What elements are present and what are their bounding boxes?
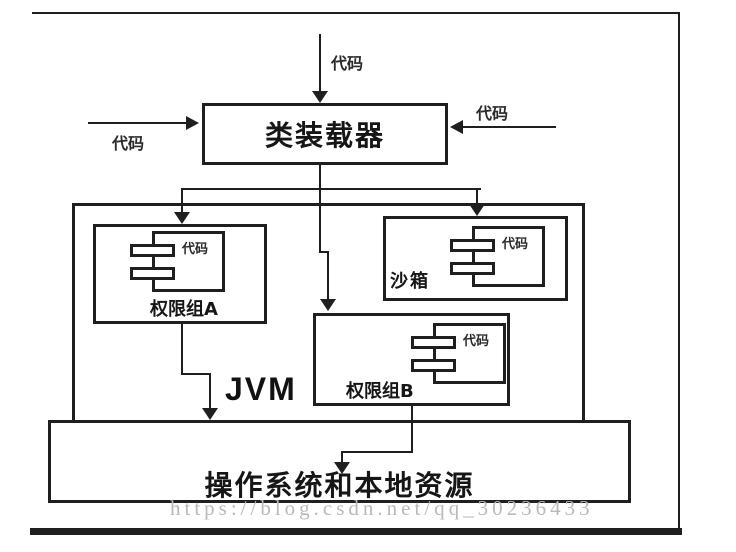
- jvm-label: JVM: [225, 371, 297, 407]
- component-tab: [411, 336, 456, 349]
- arrowhead-down-icon: [312, 91, 328, 103]
- os-resources-label: 操作系统和本地资源: [204, 469, 475, 502]
- arrowhead-down-icon: [469, 204, 485, 216]
- perm-a-down-line: [181, 324, 183, 375]
- left-code-arrow-line: [88, 122, 187, 124]
- component-icon: 代码: [411, 323, 506, 385]
- perm-b-down-line: [411, 406, 413, 453]
- left-code-label: 代码: [112, 134, 145, 153]
- class-loader-box: 类装载器: [202, 103, 448, 165]
- component-tab: [450, 262, 495, 275]
- component-code-label: 代码: [502, 237, 529, 252]
- perm-b-jog-line: [341, 451, 413, 453]
- component-body: [472, 226, 545, 287]
- os-resources-box: 操作系统和本地资源: [48, 420, 631, 503]
- right-code-label: 代码: [476, 104, 509, 123]
- top-code-label: 代码: [331, 54, 364, 73]
- arrowhead-down-icon: [320, 299, 336, 311]
- top-code-arrow-line: [319, 34, 321, 92]
- arrowhead-down-icon: [334, 462, 350, 474]
- arrowhead-down-icon: [202, 408, 218, 420]
- permission-group-a-label: 权限组A: [150, 299, 218, 320]
- arrowhead-down-icon: [174, 212, 190, 224]
- class-loader-label: 类装载器: [264, 119, 385, 152]
- component-tab: [450, 239, 495, 252]
- classloader-down-line: [319, 165, 321, 190]
- component-code-label: 代码: [463, 334, 490, 349]
- arrowhead-right-icon: [186, 116, 199, 130]
- component-tab: [130, 244, 175, 257]
- branch-left-line: [181, 190, 183, 213]
- frame-top-line: [32, 12, 680, 14]
- center-down-line-upper: [319, 190, 321, 253]
- component-icon: 代码: [130, 231, 225, 293]
- component-code-label: 代码: [182, 242, 209, 257]
- center-down-line-jog: [319, 251, 329, 253]
- component-icon: 代码: [450, 226, 545, 288]
- component-tab: [130, 267, 175, 280]
- branch-right-line: [476, 190, 478, 205]
- sandbox-label: 沙箱: [390, 271, 430, 292]
- frame-right-line: [678, 12, 680, 532]
- branch-horizontal-line: [181, 188, 481, 190]
- component-body: [433, 323, 506, 384]
- perm-b-down-line2: [341, 451, 343, 464]
- frame-bottom-line: [30, 528, 682, 535]
- component-body: [152, 231, 225, 292]
- center-down-line-lower: [327, 251, 329, 300]
- right-code-arrow-line: [463, 126, 556, 128]
- watermark-text: https://blog.csdn.net/qq_30236433: [170, 496, 594, 520]
- component-tab: [411, 359, 456, 372]
- perm-a-jog-line: [181, 373, 211, 375]
- arrowhead-left-icon: [450, 120, 463, 134]
- permission-group-b-label: 权限组B: [346, 381, 414, 402]
- perm-a-down-line2: [209, 373, 211, 409]
